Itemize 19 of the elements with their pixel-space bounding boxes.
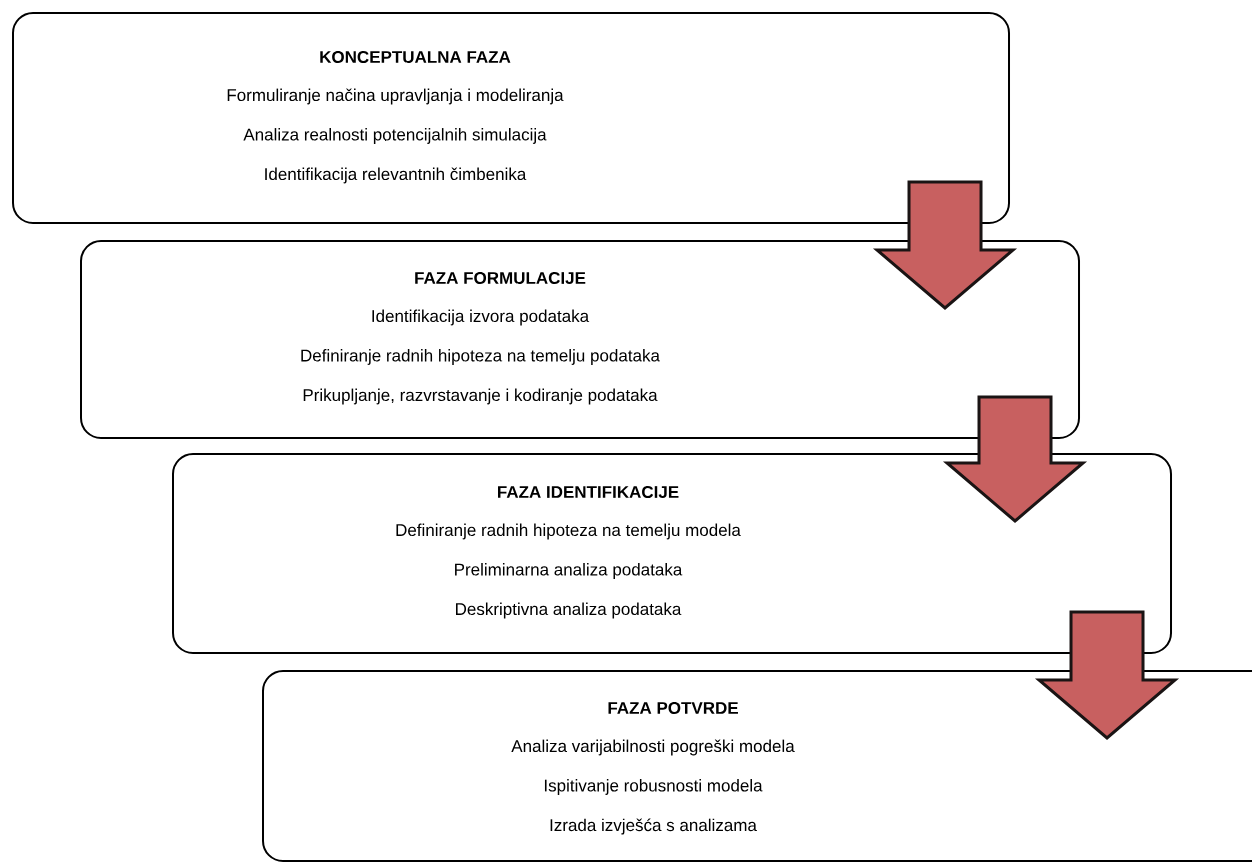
box-text: Definiranje radnih hipoteza na temelju modela	[396, 523, 741, 540]
box-text: Formuliranje načina upravljanja i modeliranja	[227, 88, 564, 105]
block-arrow	[872, 180, 1018, 310]
box-text: Deskriptivna analiza podataka	[456, 602, 682, 619]
box-text: Identifikacija relevantnih čimbenika	[265, 167, 527, 184]
box-text: Analiza varijabilnosti pogreški modela	[511, 739, 795, 756]
box-title: FAZA FORMULACIJE	[415, 271, 586, 284]
box-title: FAZA POTVRDE	[608, 702, 738, 714]
box-text: Analiza realnosti potencijalnih simulacija	[243, 128, 547, 144]
block-arrow	[1034, 610, 1180, 740]
box-title: KONCEPTUALNA FAZA	[320, 50, 511, 63]
box-title: FAZA IDENTIFIKACIJE	[498, 486, 679, 498]
box-text: Prikupljanje, razvrstavanje i kodiranje podataka	[303, 388, 658, 405]
box-text: Izrada izvješća s analizama	[550, 818, 757, 835]
block-arrow	[942, 395, 1088, 523]
box-text: Definiranje radnih hipoteza na temelju podataka	[301, 349, 660, 365]
box-text: Identifikacija izvora podataka	[372, 309, 590, 326]
box-text: Preliminarna analiza podataka	[455, 563, 683, 579]
box-text: Ispitivanje robusnosti modela	[544, 779, 763, 795]
